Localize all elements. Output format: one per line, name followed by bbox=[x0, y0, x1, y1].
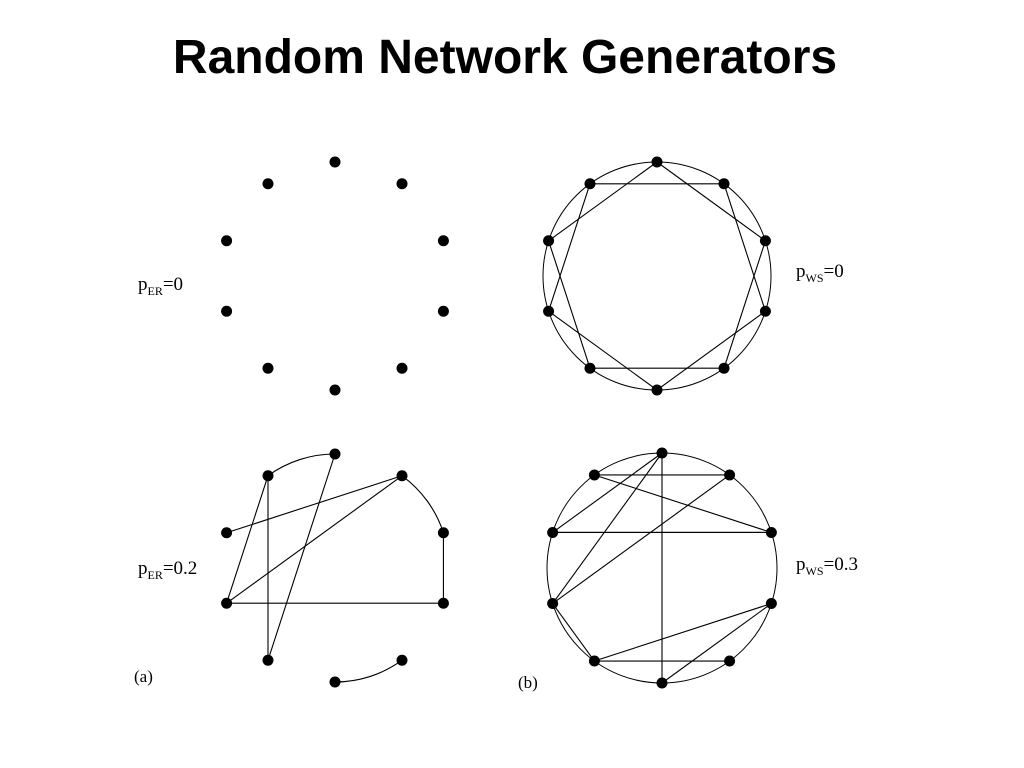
node-dot bbox=[329, 156, 341, 168]
edge bbox=[226, 475, 269, 604]
edge bbox=[661, 603, 772, 684]
node-dot bbox=[437, 527, 449, 539]
label-p-ws-0: pWS=0 bbox=[796, 261, 844, 285]
node-dot bbox=[656, 447, 668, 459]
node-dot bbox=[543, 305, 555, 317]
node-dot bbox=[262, 654, 274, 666]
edge bbox=[552, 474, 730, 604]
node-dot bbox=[588, 655, 600, 667]
graph-er-0 bbox=[221, 156, 449, 396]
node-dot bbox=[396, 654, 408, 666]
slide-title: Random Network Generators bbox=[172, 31, 838, 84]
node-dot bbox=[396, 178, 408, 190]
node-dot bbox=[329, 384, 341, 396]
node-dot bbox=[329, 676, 341, 688]
node-dot bbox=[584, 178, 596, 190]
node-dot bbox=[396, 470, 408, 482]
arc-edge bbox=[267, 453, 336, 477]
node-dot bbox=[329, 448, 341, 460]
arc-edge bbox=[401, 475, 444, 533]
arc-edge bbox=[334, 659, 403, 683]
node-dot bbox=[437, 235, 449, 247]
node-dot bbox=[547, 526, 559, 538]
node-dot bbox=[718, 362, 730, 374]
node-dot bbox=[437, 597, 449, 609]
node-dot bbox=[759, 305, 771, 317]
node-dot bbox=[221, 235, 233, 247]
edge bbox=[656, 161, 766, 242]
edge bbox=[552, 452, 663, 533]
edge bbox=[723, 183, 766, 312]
edge bbox=[548, 310, 658, 391]
node-dot bbox=[584, 362, 596, 374]
node-dot bbox=[724, 469, 736, 481]
label-p-er-0: pER=0 bbox=[138, 274, 183, 298]
node-dot bbox=[651, 156, 663, 168]
node-dot bbox=[724, 655, 736, 667]
node-dot bbox=[437, 305, 449, 317]
label-p-er-0.2: pER=0.2 bbox=[138, 558, 197, 582]
node-dot bbox=[651, 384, 663, 396]
edge bbox=[594, 474, 772, 533]
edge bbox=[552, 452, 663, 604]
node-dot bbox=[765, 598, 777, 610]
edge bbox=[226, 475, 403, 534]
graph-ws-0 bbox=[542, 156, 772, 396]
edge bbox=[226, 475, 403, 604]
panel-label-a: (a) bbox=[134, 667, 153, 686]
ring-outline bbox=[542, 161, 772, 391]
edge bbox=[548, 240, 591, 369]
label-p-ws-0.3: pWS=0.3 bbox=[796, 554, 858, 578]
panel-label-b: (b) bbox=[518, 673, 538, 692]
node-dot bbox=[221, 597, 233, 609]
node-dot bbox=[221, 527, 233, 539]
edge bbox=[267, 453, 336, 661]
node-dot bbox=[718, 178, 730, 190]
edge bbox=[594, 603, 772, 662]
edge bbox=[548, 183, 591, 312]
node-dot bbox=[262, 362, 274, 374]
edge bbox=[548, 161, 658, 242]
graph-er-0.2 bbox=[221, 448, 449, 688]
edge bbox=[656, 310, 766, 391]
node-dot bbox=[759, 235, 771, 247]
edge bbox=[723, 240, 766, 369]
node-dot bbox=[262, 178, 274, 190]
node-dot bbox=[588, 469, 600, 481]
node-dot bbox=[547, 598, 559, 610]
edge bbox=[552, 603, 595, 662]
node-dot bbox=[656, 677, 668, 689]
node-dot bbox=[262, 470, 274, 482]
graph-ws-0.3 bbox=[546, 447, 778, 689]
node-dot bbox=[765, 526, 777, 538]
node-dot bbox=[543, 235, 555, 247]
node-dot bbox=[396, 362, 408, 374]
node-dot bbox=[221, 305, 233, 317]
